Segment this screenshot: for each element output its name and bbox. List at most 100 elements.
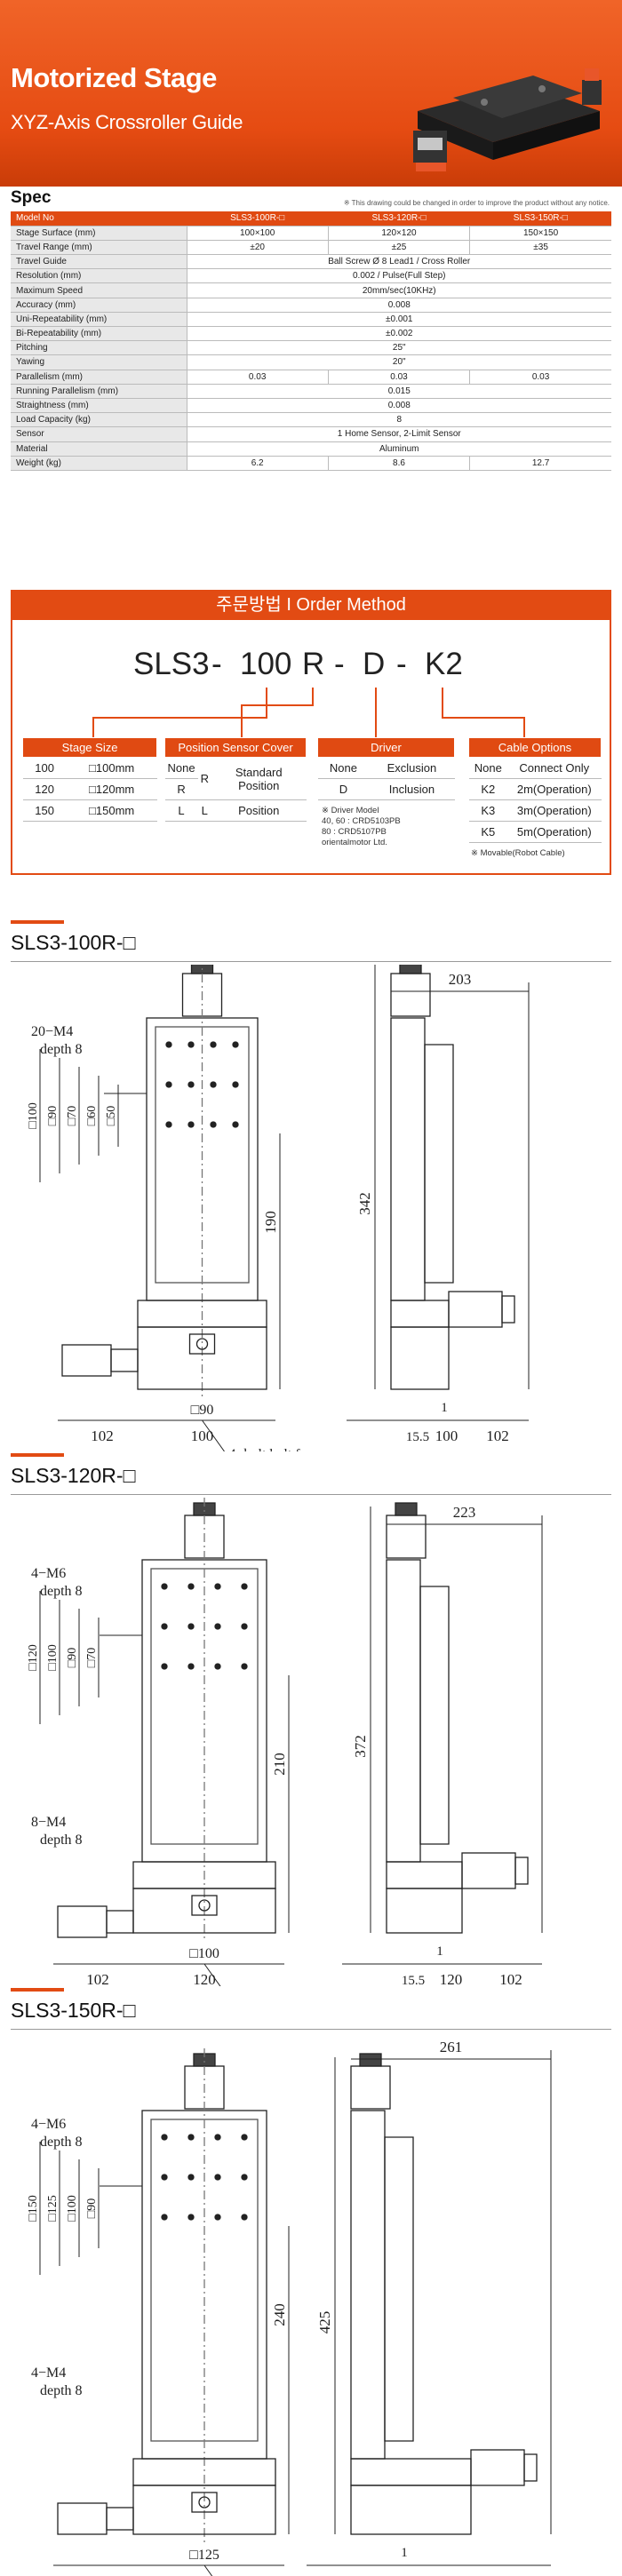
dim-width: 223	[453, 1504, 476, 1521]
dim-square: □100	[46, 1644, 60, 1670]
drawing-1: □120 □100 □90 □70 223 372 210 4−M6 depth 8 8−M4 de…	[27, 1498, 543, 1986]
code-size: 100	[240, 647, 292, 681]
header-banner: Motorized Stage XYZ-Axis Crossroller Gui…	[0, 0, 622, 187]
banner-subtitle: XYZ-Axis Crossroller Guide	[11, 111, 243, 133]
dim-z-height: 190	[262, 1211, 279, 1234]
dim-square: □100	[66, 2195, 79, 2221]
dim-one: 1	[401, 2546, 408, 2560]
cable-note: ※ Movable(Robot Cable)	[471, 848, 565, 858]
stage-size-table: Stage Size 100□100mm 120□120mm 150□150mm	[22, 737, 157, 822]
spec-header-cell: SLS3-120R-□	[328, 211, 470, 227]
dim-depth-2: depth 8	[40, 2383, 83, 2398]
spec-title: Spec	[11, 188, 52, 207]
dim-depth: depth 8	[40, 1042, 83, 1057]
dim-width: 261	[440, 2039, 463, 2055]
spec-note: ※ This drawing could be changed in order…	[343, 199, 610, 207]
code-sensor: R	[302, 647, 325, 681]
dim-base: □125	[189, 2548, 219, 2563]
spec-row: Straightness (mm)0.008	[11, 398, 611, 414]
spec-header-cell: SLS3-150R-□	[469, 211, 611, 227]
dim-square: □120	[27, 1644, 40, 1670]
dim-square: □125	[46, 2195, 60, 2221]
code-dash: -	[396, 647, 407, 681]
code-series: SLS3	[133, 647, 210, 681]
dim-height: 372	[352, 1735, 369, 1758]
dim-left: 102	[86, 1971, 109, 1986]
section-divider	[11, 961, 611, 962]
dim-base: □90	[191, 1403, 214, 1418]
dim-holes-2: 4−M4	[31, 2365, 66, 2381]
wrench-note: 4−bolt holt for	[229, 1447, 313, 1451]
dim-holes: 4−M6	[31, 1566, 66, 1581]
dim-one: 1	[436, 1944, 443, 1959]
dim-left: 110	[87, 2572, 109, 2576]
dim-mid: 120	[193, 1971, 216, 1986]
dim-height: 425	[316, 2311, 333, 2334]
dim-square: □50	[105, 1106, 118, 1125]
dim-right: 110	[509, 2572, 531, 2576]
spec-header-cell: Model No	[11, 211, 187, 227]
dim-one: 1	[441, 1401, 448, 1415]
dim-left: 102	[91, 1427, 114, 1444]
dim-square: □150	[27, 2195, 40, 2221]
dim-z-height: 210	[271, 1753, 288, 1776]
dim-square: □60	[85, 1106, 99, 1125]
dim-z-height: 240	[271, 2303, 288, 2326]
dim-offset: 15.5	[406, 1430, 429, 1444]
dim-mid-side: 100	[435, 1427, 459, 1444]
dim-right: 102	[486, 1427, 509, 1444]
dim-holes: 4−M6	[31, 2117, 66, 2132]
spec-row: Accuracy (mm)0.008	[11, 298, 611, 313]
dim-mid-side: 150	[427, 2572, 450, 2576]
spec-row: Resolution (mm)0.002 / Pulse(Full Step)	[11, 268, 611, 284]
dim-depth-2: depth 8	[40, 1833, 83, 1848]
dim-depth: depth 8	[40, 2135, 83, 2150]
dim-holes-2: 8−M4	[31, 1815, 66, 1830]
code-cable: K2	[425, 647, 463, 681]
dim-mid: 100	[191, 1427, 214, 1444]
drawing-2: □150 □125 □100 □90 261 425 240 4−M6 depth 8 4−M4 d…	[27, 2039, 552, 2576]
dim-offset: 15.5	[402, 1974, 425, 1986]
dim-square: □90	[66, 1648, 79, 1667]
dim-square: □100	[27, 1102, 40, 1128]
section-marker	[11, 920, 64, 924]
spec-row: Load Capacity (kg)8	[11, 412, 611, 428]
drawing-title-120: SLS3-120R-□	[11, 1464, 136, 1487]
dim-mid: 150	[193, 2572, 216, 2576]
dim-square: □70	[85, 1648, 99, 1667]
spec-row: Uni-Repeatability (mm)±0.001	[11, 312, 611, 328]
section-marker	[11, 1988, 64, 1992]
dim-height: 342	[356, 1192, 373, 1215]
spec-row: Travel Range (mm)±20±25±35	[11, 240, 611, 256]
dim-width: 203	[449, 971, 472, 988]
dim-depth: depth 8	[40, 1584, 83, 1599]
spec-row: Running Parallelism (mm)0.015	[11, 384, 611, 399]
code-dash: -	[211, 647, 222, 681]
order-method-box	[11, 620, 611, 875]
drawing-title-100: SLS3-100R-□	[11, 931, 136, 954]
drawing-title-150: SLS3-150R-□	[11, 1999, 136, 2022]
section-marker	[11, 1453, 64, 1457]
dim-base: □100	[189, 1946, 219, 1961]
dim-square: □90	[85, 2198, 99, 2218]
section-divider	[11, 1494, 611, 1495]
dim-right: 102	[499, 1971, 522, 1986]
dim-mid-side: 120	[440, 1971, 463, 1986]
dim-square: □70	[66, 1106, 79, 1125]
section-divider	[11, 2029, 611, 2030]
dim-holes: 20−M4	[31, 1024, 73, 1039]
